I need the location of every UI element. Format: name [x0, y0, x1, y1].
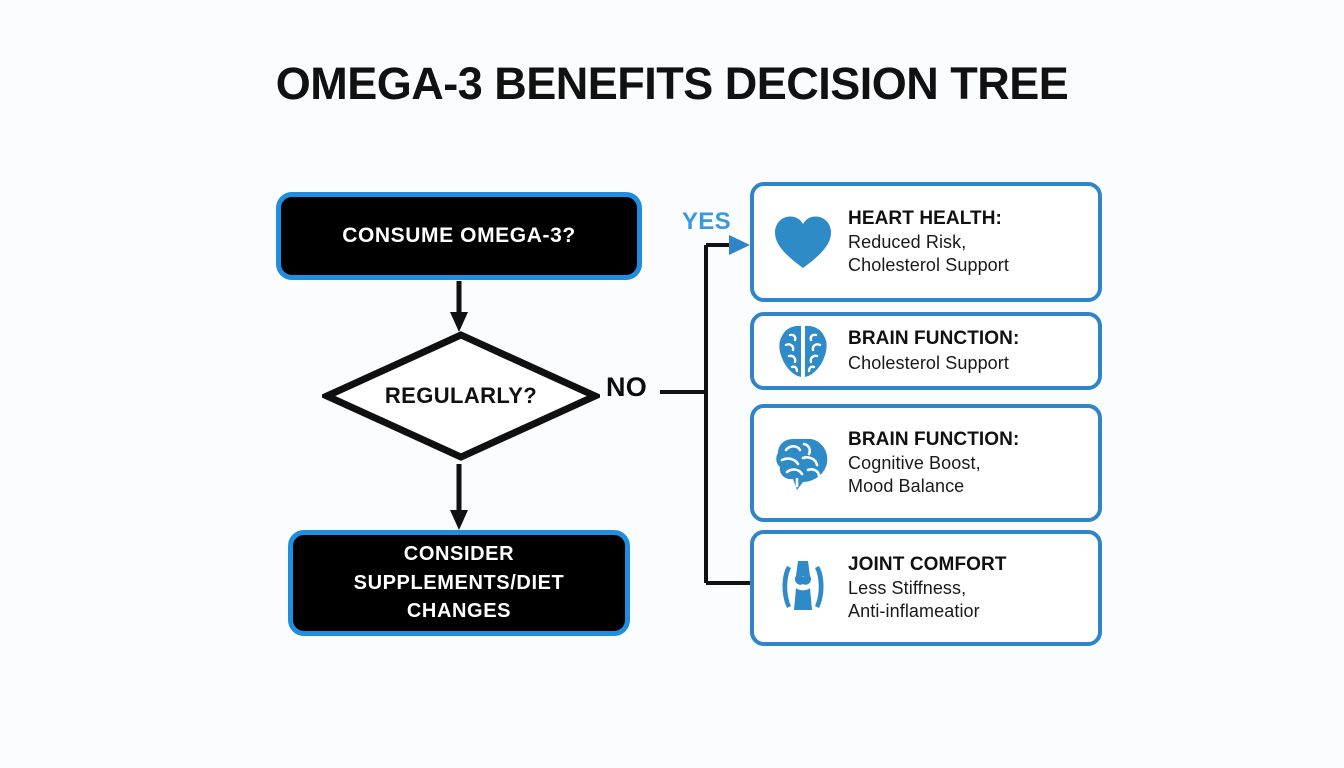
- benefit-line1: Less Stiffness,: [848, 578, 967, 599]
- brain-top-icon: [768, 316, 838, 386]
- knee-joint-icon: [768, 553, 838, 623]
- benefit-heading: BRAIN FUNCTION:: [848, 428, 1020, 450]
- branch-label-no: NO: [606, 372, 648, 402]
- node-consider-line1: CONSIDER: [403, 543, 515, 566]
- node-consider-supplements[interactable]: CONSIDER SUPPLEMENTS/DIET CHANGES: [288, 530, 630, 636]
- benefit-card-text: BRAIN FUNCTION: Cognitive Boost, Mood Ba…: [848, 428, 1086, 498]
- benefit-card-text: HEART HEALTH: Reduced Risk, Cholesterol …: [848, 207, 1086, 277]
- benefit-card-text: BRAIN FUNCTION: Cholesterol Support: [848, 327, 1086, 374]
- node-consider-line3: CHANGES: [406, 600, 512, 623]
- benefit-line1: Cholesterol Support: [848, 352, 1009, 373]
- node-consider-label: CONSIDER SUPPLEMENTS/DIET CHANGES: [344, 540, 575, 625]
- benefit-line1: Cognitive Boost,: [848, 453, 981, 474]
- node-consider-line2: SUPPLEMENTS/DIET: [353, 571, 565, 594]
- benefit-line2: Anti-inflameatior: [848, 601, 980, 622]
- benefit-heading: BRAIN FUNCTION:: [848, 328, 1020, 350]
- benefit-card-brain-function-cholesterol[interactable]: BRAIN FUNCTION: Cholesterol Support: [750, 312, 1102, 390]
- heart-icon: [768, 207, 838, 277]
- node-regularly-label: REGULARLY?: [384, 383, 538, 408]
- branch-label-yes: YES: [682, 208, 731, 235]
- brain-side-icon: [768, 428, 838, 498]
- benefit-card-joint-comfort[interactable]: JOINT COMFORT Less Stiffness, Anti-infla…: [750, 530, 1102, 646]
- benefit-heading: JOINT COMFORT: [848, 553, 1007, 575]
- benefit-line2: Mood Balance: [848, 476, 965, 497]
- page-title: OMEGA-3 BENEFITS DECISION TREE: [275, 58, 1069, 109]
- benefit-line1: Reduced Risk,: [848, 232, 967, 253]
- node-consume-omega3[interactable]: CONSUME OMEGA-3?: [276, 192, 642, 280]
- benefit-card-brain-function-cognitive[interactable]: BRAIN FUNCTION: Cognitive Boost, Mood Ba…: [750, 404, 1102, 522]
- diamond-shape: [322, 331, 600, 461]
- node-regularly-decision[interactable]: REGULARLY?: [322, 330, 600, 462]
- benefit-card-heart-health[interactable]: HEART HEALTH: Reduced Risk, Cholesterol …: [750, 182, 1102, 302]
- benefit-line2: Cholesterol Support: [848, 255, 1009, 276]
- benefit-card-text: JOINT COMFORT Less Stiffness, Anti-infla…: [848, 553, 1086, 623]
- benefit-heading: HEART HEALTH:: [848, 207, 1002, 229]
- node-consume-label: CONSUME OMEGA-3?: [342, 224, 576, 247]
